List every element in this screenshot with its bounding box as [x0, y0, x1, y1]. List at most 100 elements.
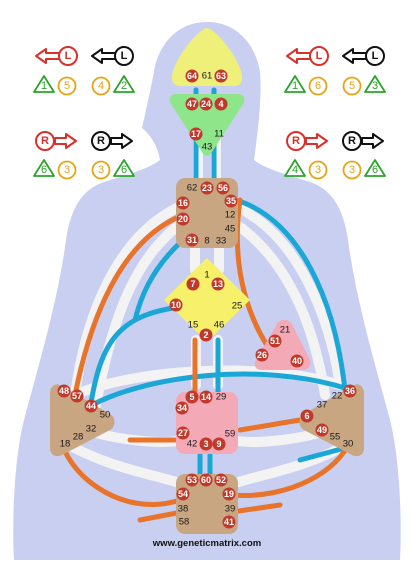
gate-47: 47: [187, 99, 197, 109]
left-top-variables: 1 5 4 2: [33, 75, 135, 96]
gate-25: 25: [232, 301, 243, 312]
arrow-letter: R: [41, 135, 49, 147]
gate-34: 34: [177, 403, 187, 413]
gate-57: 57: [72, 391, 82, 401]
gate-50: 50: [100, 410, 111, 421]
variable-tone: 6: [372, 164, 378, 176]
root-center: [176, 474, 238, 534]
gate-3: 3: [203, 439, 208, 449]
head-gates: 64 61 63: [185, 69, 228, 83]
personality-top-arrow: L: [91, 46, 134, 66]
design-bottom-arrow: R: [35, 131, 77, 151]
gate-15: 15: [188, 320, 199, 331]
gate-60: 60: [201, 475, 211, 485]
gate-27: 27: [178, 428, 188, 438]
variable-tone: 3: [372, 80, 378, 92]
variable-color: 3: [349, 164, 355, 176]
personality-top-arrow-right: L: [342, 46, 385, 66]
gate-55: 55: [330, 432, 341, 443]
gate-43: 43: [202, 142, 213, 153]
gate-21: 21: [280, 325, 291, 336]
gate-7: 7: [190, 279, 195, 289]
gate-30: 30: [343, 439, 354, 450]
design-top-arrow-right: L: [286, 46, 329, 66]
variable-tone: 6: [41, 164, 47, 176]
arrow-letter: R: [97, 135, 105, 147]
gate-19: 19: [224, 489, 234, 499]
variable-tone: 1: [41, 80, 47, 92]
gate-61: 61: [202, 71, 213, 82]
gate-1: 1: [204, 270, 209, 281]
arrow-letter: R: [292, 135, 300, 147]
gate-42: 42: [187, 439, 198, 450]
gate-badge: [214, 69, 228, 83]
gate-10: 10: [171, 300, 181, 310]
gate-11: 11: [214, 129, 224, 140]
gate-58: 58: [179, 517, 190, 528]
gate-44: 44: [86, 401, 96, 411]
ajna-center: [169, 94, 245, 156]
watermark-text: www.geneticmatrix.com: [152, 538, 261, 549]
gate-2: 2: [203, 330, 208, 340]
variable-tone: 2: [121, 80, 127, 92]
gate-56: 56: [218, 183, 228, 193]
gate-59: 59: [225, 429, 236, 440]
g-gates: 1 7 13 10 25 15 2 46: [169, 270, 243, 342]
variable-color: 4: [98, 80, 104, 92]
variable-color: 3: [315, 164, 321, 176]
gate-36: 36: [345, 386, 355, 396]
arrow-letter: L: [121, 50, 128, 62]
gate-4: 4: [218, 99, 223, 109]
gate-13: 13: [213, 279, 223, 289]
throat-gates: 62 23 56 16 35 20 12 45 31 8 33: [176, 181, 238, 247]
gate-48: 48: [59, 386, 69, 396]
variable-color: 3: [64, 164, 70, 176]
ajna-gates: 47 24 4 17 11 43: [185, 97, 228, 153]
arrow-letter: L: [372, 50, 379, 62]
variable-tone: 6: [121, 164, 127, 176]
gate-45: 45: [225, 224, 236, 235]
gate-51: 51: [270, 336, 280, 346]
left-bottom-variables: 6 3 3 6: [33, 159, 135, 180]
gate-37: 37: [317, 400, 328, 411]
variable-color: 5: [64, 80, 70, 92]
spleen-gates: 48 57 44 50 32 28 18: [57, 384, 111, 450]
gate-35: 35: [226, 196, 236, 206]
arrow-letter: R: [348, 135, 356, 147]
gate-26: 26: [257, 350, 267, 360]
gate-6: 6: [304, 411, 309, 421]
gate-33: 33: [216, 236, 227, 247]
gate-14: 14: [201, 392, 211, 402]
gate-23: 23: [202, 183, 212, 193]
sacral-center: [176, 392, 238, 454]
gate-40: 40: [292, 356, 302, 366]
gate-49: 49: [317, 425, 327, 435]
gate-29: 29: [216, 392, 227, 403]
gate-20: 20: [178, 214, 188, 224]
gate-12: 12: [225, 210, 236, 221]
right-bottom-variables: 4 3 3 6: [284, 159, 386, 180]
gate-16: 16: [178, 198, 188, 208]
gate-31: 31: [187, 235, 197, 245]
gate-46: 46: [214, 320, 225, 331]
gate-9: 9: [216, 439, 221, 449]
variable-tone: 4: [292, 164, 298, 176]
gate-52: 52: [216, 475, 226, 485]
gate-18: 18: [60, 439, 71, 450]
solar-plexus-center: [299, 384, 364, 457]
gate-39: 39: [225, 504, 236, 515]
personality-bottom-arrow-right: R: [342, 131, 384, 151]
throat-center: [176, 178, 238, 248]
right-top-variables: 1 6 5 3: [284, 75, 386, 96]
gate-17: 17: [191, 129, 201, 139]
gate-8: 8: [204, 236, 209, 247]
root-gates: 53 60 52 54 19 38 39 58 41: [176, 473, 236, 529]
spleen-center: [50, 384, 115, 457]
gate-5: 5: [189, 392, 194, 402]
design-bottom-arrow-right: R: [286, 131, 328, 151]
gate-24: 24: [201, 99, 211, 109]
gate-32: 32: [86, 424, 97, 435]
variable-color: 3: [98, 164, 104, 176]
